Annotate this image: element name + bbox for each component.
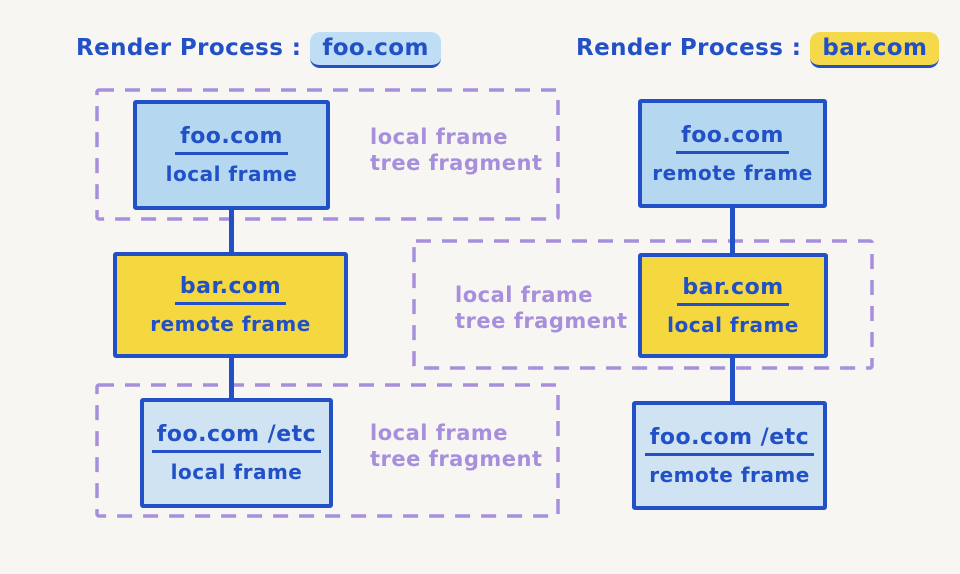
frame-node-foo-etc-local-left: foo.com /etc local frame bbox=[140, 398, 333, 508]
fragment-label-line: tree fragment bbox=[370, 447, 543, 472]
title-domain-foo-highlight: foo.com bbox=[310, 32, 441, 68]
title-text-left: Render Process : bbox=[76, 35, 302, 61]
fragment-label-line: local frame bbox=[455, 283, 594, 307]
frame-node-bar-local-right: bar.com local frame bbox=[638, 253, 828, 358]
frame-domain: foo.com bbox=[676, 123, 789, 154]
fragment-label-middle-right: local frame tree fragment bbox=[455, 282, 628, 335]
fragment-label-top-left: local frame tree fragment bbox=[370, 124, 543, 177]
frame-kind: remote frame bbox=[649, 462, 810, 487]
frame-node-foo-local-left: foo.com local frame bbox=[133, 100, 330, 210]
fragment-label-bottom-left: local frame tree fragment bbox=[370, 420, 543, 473]
frame-node-bar-remote-left: bar.com remote frame bbox=[113, 252, 348, 358]
frame-kind: local frame bbox=[165, 162, 298, 186]
fragment-label-line: local frame bbox=[370, 125, 509, 149]
frame-domain: foo.com /etc bbox=[151, 422, 322, 453]
frame-domain: foo.com /etc bbox=[644, 425, 815, 456]
frame-connector-left-top bbox=[229, 208, 234, 256]
frame-domain: bar.com bbox=[677, 275, 789, 306]
frame-connector-right-top bbox=[730, 206, 735, 257]
frame-connector-left-bottom bbox=[229, 354, 234, 402]
fragment-label-line: tree fragment bbox=[370, 151, 543, 176]
fragment-boundary-bottom-left bbox=[95, 383, 560, 518]
fragment-label-line: local frame bbox=[370, 421, 509, 445]
fragment-label-line: tree fragment bbox=[455, 309, 628, 334]
title-domain-bar-highlight: bar.com bbox=[810, 32, 940, 68]
title-text-right: Render Process : bbox=[576, 35, 802, 61]
frame-kind: remote frame bbox=[150, 312, 311, 336]
frame-connector-right-bottom bbox=[730, 356, 735, 405]
fragment-boundary-middle-right bbox=[412, 239, 874, 370]
frame-domain: bar.com bbox=[174, 274, 287, 305]
frame-kind: local frame bbox=[170, 460, 303, 484]
render-process-title-left: Render Process : foo.com bbox=[76, 32, 441, 68]
fragment-boundary-top-left bbox=[95, 88, 560, 221]
frame-domain: foo.com bbox=[175, 124, 288, 155]
frame-kind: remote frame bbox=[652, 160, 813, 185]
frame-node-foo-etc-remote-right: foo.com /etc remote frame bbox=[632, 401, 827, 510]
render-process-title-right: Render Process : bar.com bbox=[576, 32, 940, 68]
frame-kind: local frame bbox=[667, 312, 799, 337]
frame-node-foo-remote-right: foo.com remote frame bbox=[638, 99, 827, 208]
